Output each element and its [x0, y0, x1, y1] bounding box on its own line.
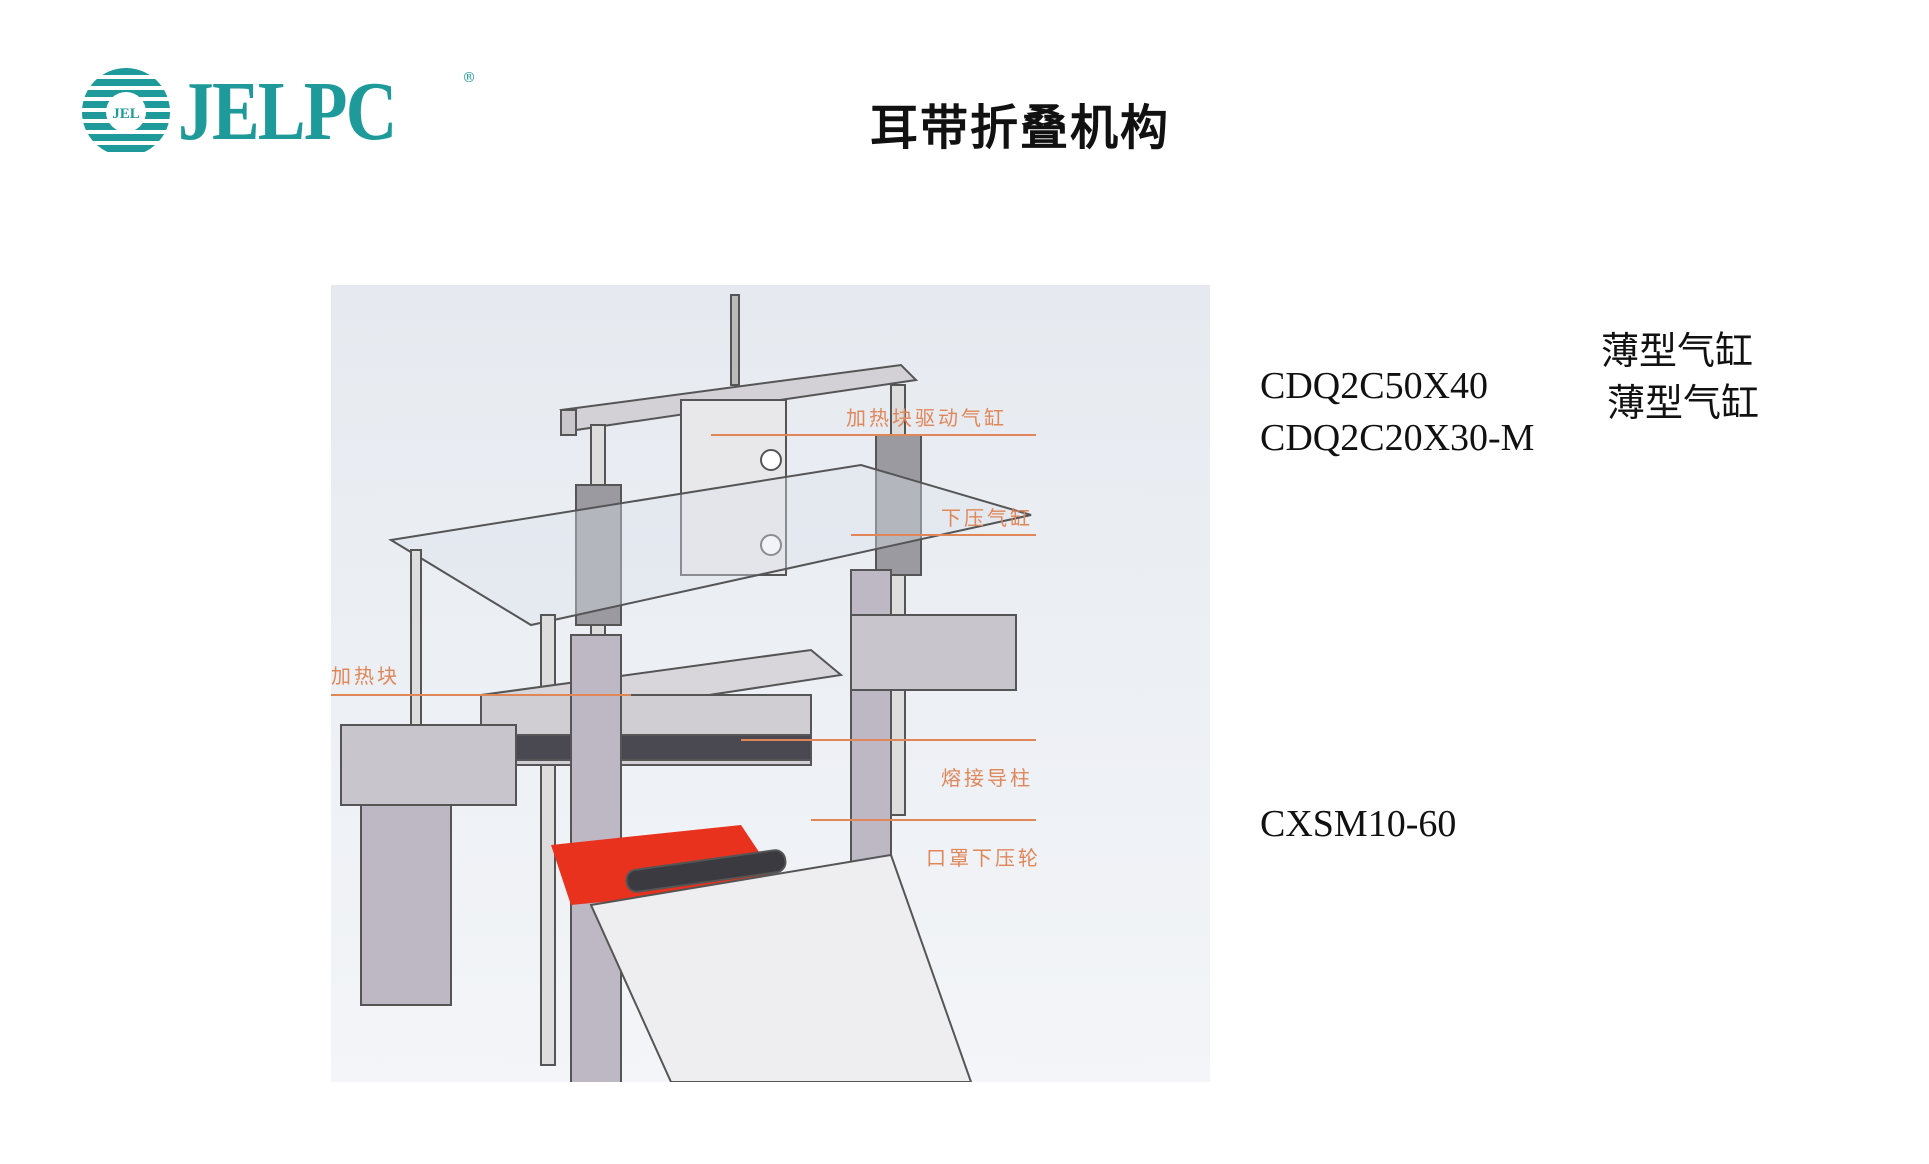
callout-mask-press-wheel: 口罩下压轮: [926, 846, 1041, 870]
callout-press-cylinder: 下压气缸: [941, 506, 1033, 530]
spec-part-number: CDQ2C50X40: [1260, 365, 1489, 407]
spec-row: CXSM10-60: [1241, 758, 1456, 846]
spec-part-number: CDQ2C20X30-M: [1260, 417, 1535, 459]
logo-mark-text: JEL: [112, 106, 140, 122]
company-logo: JEL JELPC ®: [80, 65, 476, 158]
logo-text: JELPC: [178, 65, 397, 158]
mechanism-diagram: 加热块驱动气缸 下压气缸 加热块 熔接导柱 口罩下压轮: [331, 285, 1210, 1116]
callout-heater-block: 加热块: [331, 664, 400, 688]
callout-heater-drive-cylinder: 加热块驱动气缸: [846, 406, 1007, 430]
callout-welding-guide-post: 熔接导柱: [941, 766, 1033, 790]
logo-globe-icon: JEL: [82, 68, 170, 152]
spec-row: CDQ2C50X40 薄型气缸: [1241, 320, 1753, 452]
registered-mark: ®: [462, 70, 476, 86]
spec-part-number: CXSM10-60: [1260, 803, 1457, 845]
spec-row: CDQ2C20X30-M 薄型气缸: [1241, 372, 1759, 504]
spec-description: 薄型气缸: [1601, 331, 1754, 373]
spec-description: 薄型气缸: [1607, 383, 1760, 425]
page-title: 耳带折叠机构: [870, 100, 1171, 156]
